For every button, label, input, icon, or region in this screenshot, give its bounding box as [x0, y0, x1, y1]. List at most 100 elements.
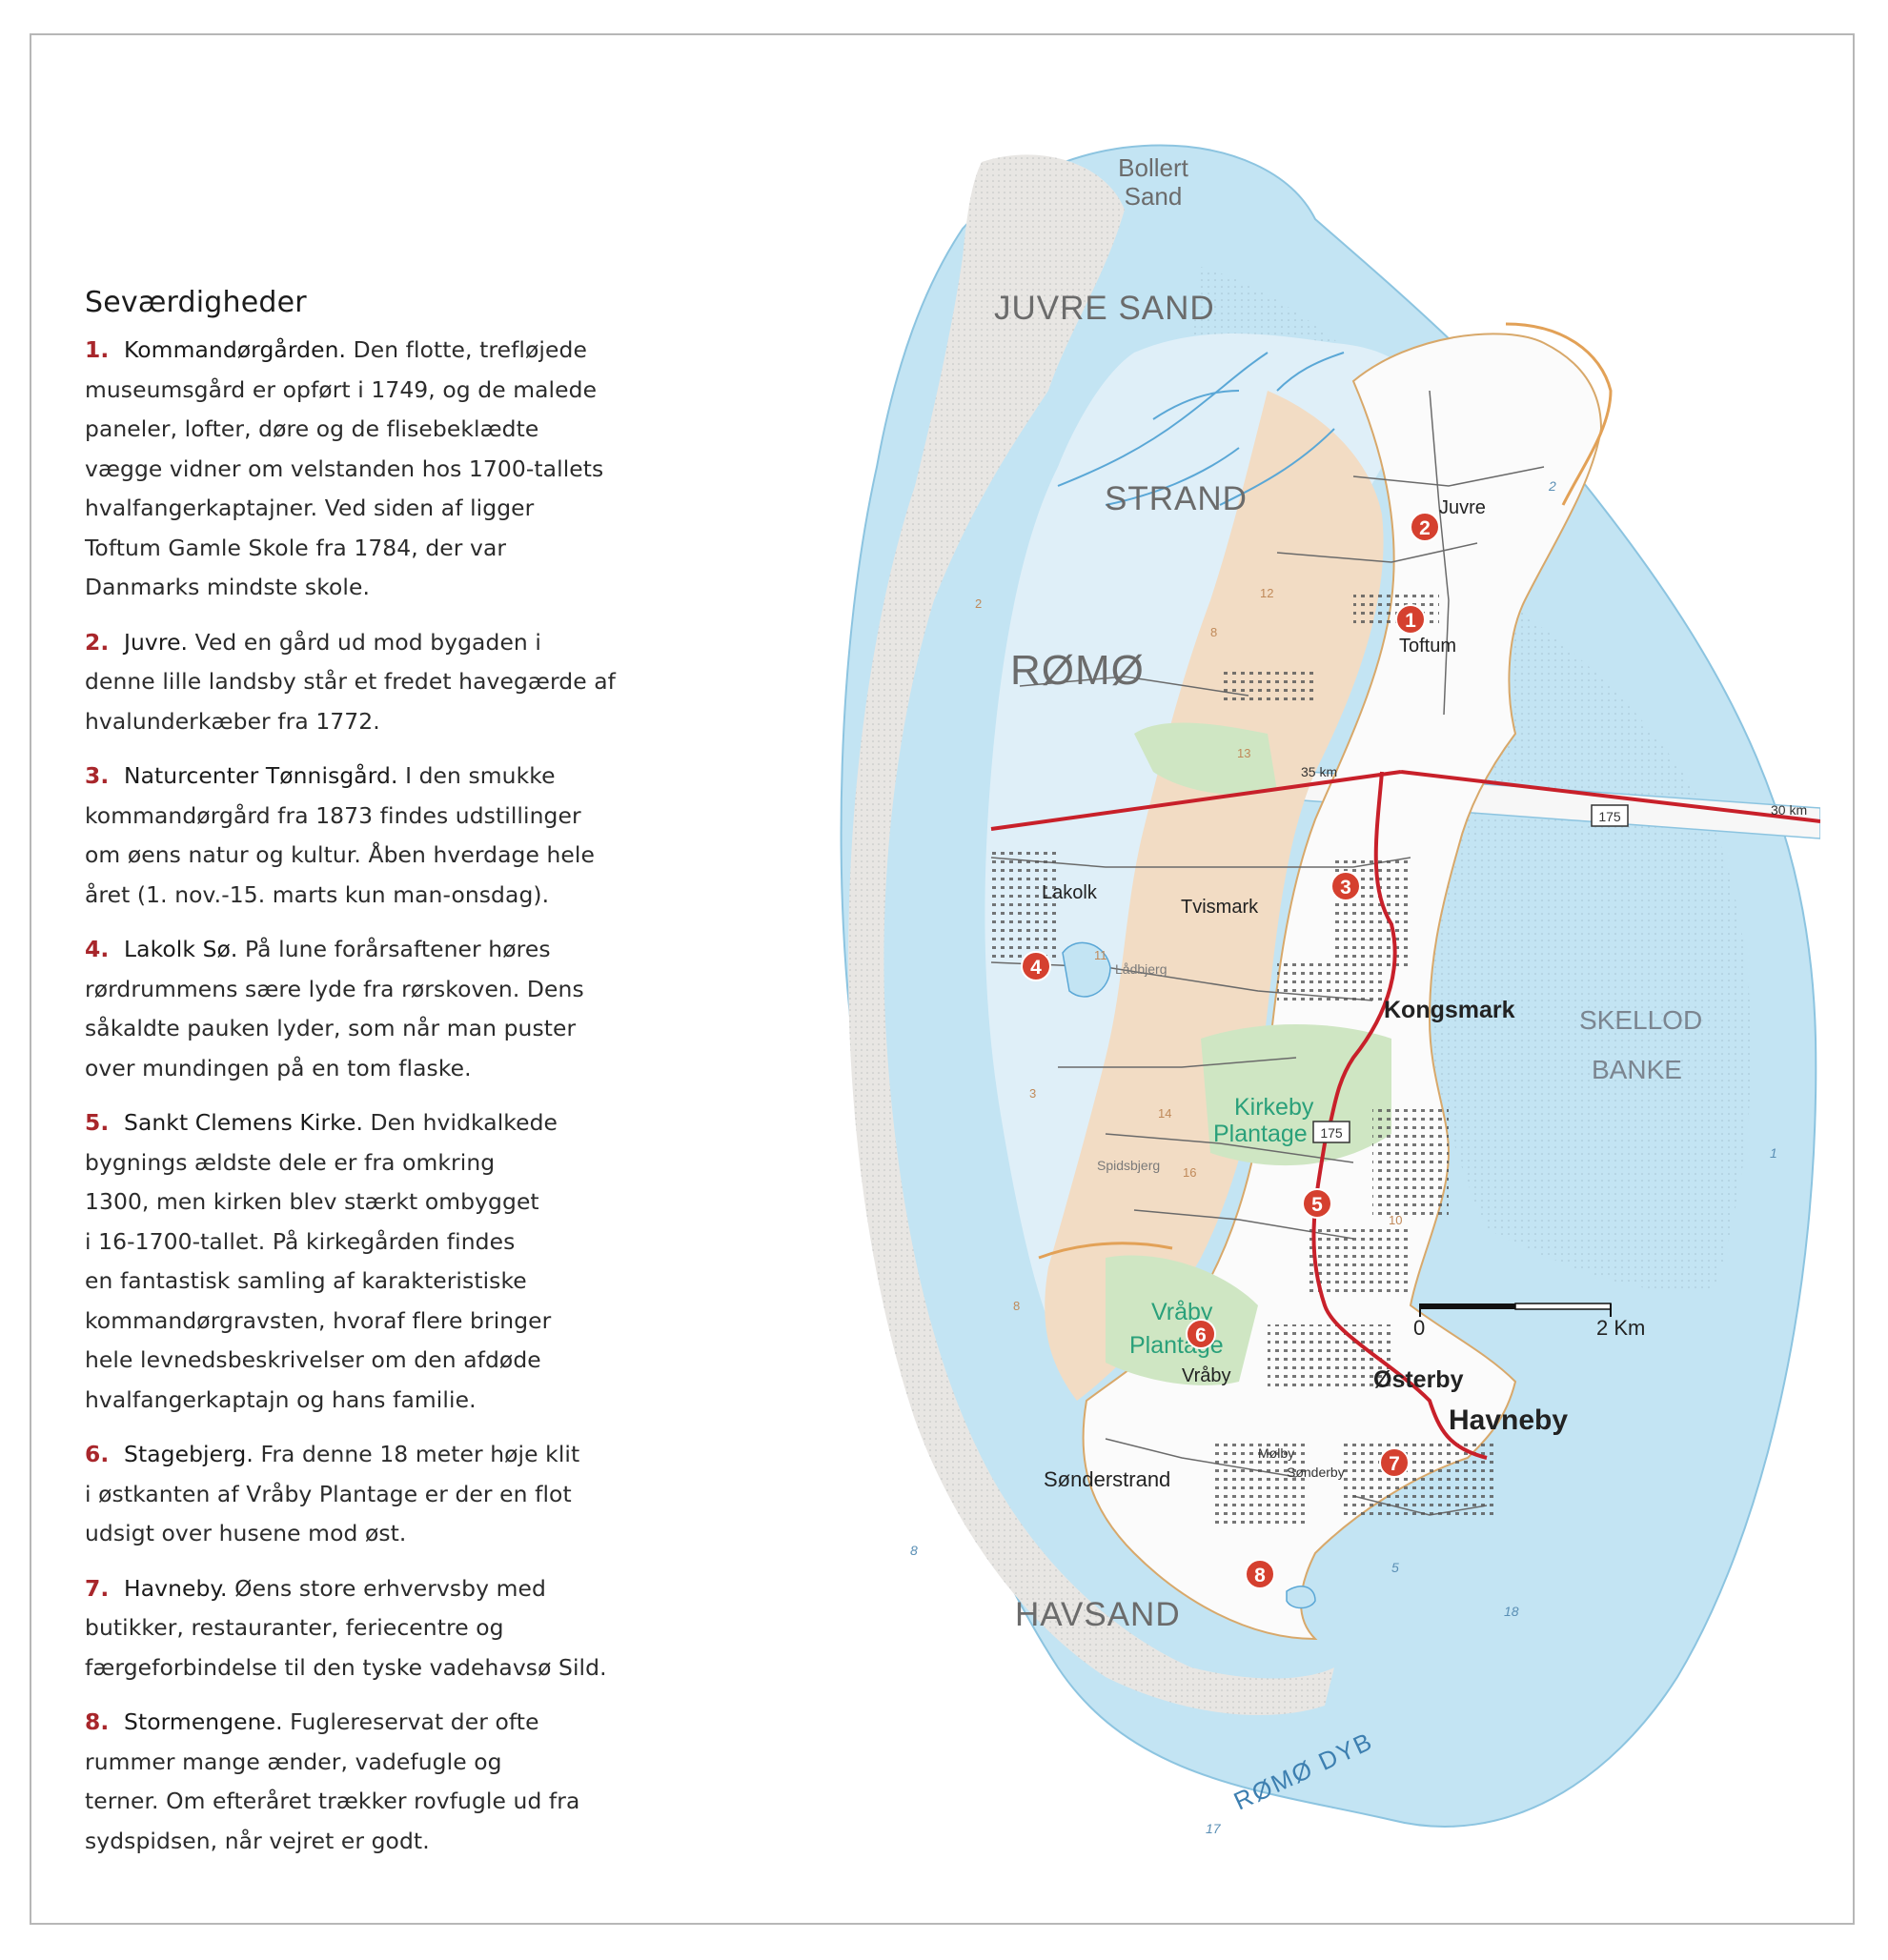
sight-description-line: Den hvidkalkede	[370, 1109, 558, 1136]
sight-number: 3.	[85, 762, 110, 789]
sight-description-line: såkaldte pauken lyder, som når man puste…	[85, 1015, 577, 1041]
marker-6[interactable]: 6	[1186, 1319, 1216, 1349]
road-number-south: 175	[1320, 1125, 1343, 1141]
island-inland	[985, 333, 1416, 1344]
contour-3: 3	[1029, 1086, 1036, 1101]
sight-description-line: kommandørgravsten, hvoraf flere bringer	[85, 1306, 552, 1334]
svg-text:2: 2	[1419, 517, 1431, 539]
map-canvas[interactable]: 175 175 35 km 30 km Bollert Sand JUVRE S…	[820, 105, 1820, 1896]
sight-entry-first-line: 6.Stagebjerg. Fra denne 18 meter høje kl…	[85, 1435, 657, 1475]
sight-name: Stagebjerg.	[124, 1441, 254, 1467]
sight-name: Sankt Clemens Kirke.	[124, 1109, 363, 1136]
marker-2[interactable]: 2	[1410, 512, 1440, 542]
marker-3[interactable]: 3	[1330, 871, 1361, 901]
sight-entry-first-line: 4.Lakolk Sø. På lune forårsaftener høres	[85, 930, 657, 970]
scale-end: 2 Km	[1596, 1316, 1645, 1340]
depth-5: 5	[1391, 1560, 1399, 1575]
marker-1[interactable]: 1	[1395, 604, 1426, 635]
sight-description-line: i 16-1700-tallet. På kirkegården findes	[85, 1227, 516, 1255]
depth-2: 2	[1548, 478, 1556, 494]
place-juvre: Juvre	[1439, 497, 1486, 518]
sight-description-line: hvalfangerkaptajner. Ved siden af ligger	[85, 495, 535, 521]
place-vraby: Vråby	[1182, 1365, 1231, 1386]
marker-7[interactable]: 7	[1379, 1447, 1410, 1478]
place-spidsbjerg: Spidsbjerg	[1097, 1158, 1160, 1173]
sights-list: Seværdigheder 1.Kommandørgården. Den flo…	[85, 286, 657, 1876]
marker-4[interactable]: 4	[1021, 951, 1051, 981]
marsh-creeks	[1057, 352, 1345, 506]
sight-number: 1.	[85, 336, 110, 363]
sight-name: Juvre.	[124, 628, 189, 656]
marker-8[interactable]: 8	[1245, 1559, 1275, 1589]
sight-entry-first-line: 7.Havneby. Øens store erhvervsby med	[85, 1569, 657, 1609]
sight-description-line: vægge vidner om velstanden hos 1700-tall…	[85, 455, 604, 482]
place-molby: Mølby	[1258, 1445, 1294, 1461]
sight-description-line: færgeforbindelse til den tyske vadehavsø…	[85, 1653, 607, 1681]
svg-text:8: 8	[1254, 1565, 1266, 1586]
sight-description-line: rørdrummens sære lyde fra rørskoven. Den…	[85, 975, 584, 1002]
lakolk-lake	[1062, 941, 1111, 998]
sight-description-line: hvalunderkæber fra 1772.	[85, 707, 380, 735]
sight-description-line: museumsgård er opført i 1749, og de male…	[85, 375, 598, 403]
distance-30km: 30 km	[1771, 802, 1807, 818]
sight-entry-first-line: 3. Naturcenter Tønnisgård. I den smukke	[85, 757, 657, 797]
svg-text:3: 3	[1340, 877, 1351, 899]
label-strand: STRAND	[1105, 480, 1248, 517]
road-shield-south	[1312, 1121, 1350, 1143]
page-frame	[30, 33, 1855, 1925]
sight-entry: 1.Kommandørgården. Den flotte, trefløjed…	[85, 331, 657, 608]
contour-11: 11	[1094, 948, 1107, 962]
sight-description-line: rummer mange ænder, vadefugle og	[85, 1748, 502, 1775]
contour-2: 2	[975, 596, 982, 611]
place-toftum: Toftum	[1399, 636, 1456, 657]
contour-16: 16	[1183, 1165, 1196, 1180]
contour-13: 13	[1237, 746, 1250, 760]
sight-name: Lakolk Sø.	[124, 936, 238, 962]
dyke-south	[1038, 1242, 1173, 1260]
sight-description-line: udsigt over husene mod øst.	[85, 1520, 407, 1546]
sight-description-line: hvalfangerkaptajn og hans familie.	[85, 1385, 477, 1413]
sight-entry-first-line: 5.Sankt Clemens Kirke. Den hvidkalkede	[85, 1103, 657, 1143]
sight-description-line: Toftum Gamle Skole fra 1784, der var	[85, 534, 507, 561]
sight-number: 2.	[85, 628, 110, 656]
sight-entry-first-line: 2.Juvre. Ved en gård ud mod bygaden i	[85, 623, 657, 663]
sight-description-line: i østkanten af Vråby Plantage er der en …	[85, 1480, 572, 1507]
sight-description-line: sydspidsen, når vejret er godt.	[85, 1827, 430, 1854]
svg-text:5: 5	[1311, 1194, 1323, 1216]
depth-1: 1	[1770, 1145, 1777, 1161]
romo-map[interactable]: 175 175 35 km 30 km Bollert Sand JUVRE S…	[820, 105, 1820, 1896]
contour-10: 10	[1389, 1213, 1402, 1227]
sight-entry-first-line: 1.Kommandørgården. Den flotte, trefløjed…	[85, 331, 657, 371]
svg-text:7: 7	[1389, 1453, 1400, 1475]
sight-description-line: året (1. nov.-15. marts kun man-onsdag).	[85, 880, 550, 908]
sight-description-line: om øens natur og kultur. Åben hverdage h…	[85, 841, 595, 868]
sight-description-line: paneler, lofter, døre og de flisebeklædt…	[85, 415, 539, 442]
sight-name: Naturcenter Tønnisgård.	[124, 762, 398, 789]
contour-12: 12	[1260, 586, 1273, 600]
sight-description-line: kommandørgård fra 1873 findes udstilling…	[85, 801, 581, 829]
sight-description-line: I den smukke	[405, 762, 556, 789]
vraby-plantage	[1106, 1255, 1258, 1385]
sight-entry: 4.Lakolk Sø. På lune forårsaftener høres…	[85, 930, 657, 1088]
sight-number: 8.	[85, 1708, 110, 1735]
sight-description-line: Den flotte, trefløjede	[353, 336, 587, 363]
sights-heading: Seværdigheder	[85, 286, 307, 319]
label-bollert-2: Sand	[1125, 182, 1183, 211]
place-lakolk: Lakolk	[1042, 882, 1098, 903]
contour-14: 14	[1158, 1106, 1171, 1121]
sight-description-line: Øens store erhvervsby med	[234, 1574, 546, 1602]
sight-name: Havneby.	[124, 1574, 228, 1602]
label-havsand: HAVSAND	[1015, 1596, 1181, 1633]
marker-5[interactable]: 5	[1302, 1188, 1332, 1219]
place-osterby: Østerby	[1373, 1366, 1464, 1393]
contour-8: 8	[1210, 625, 1217, 639]
stormengene-lake	[1286, 1586, 1316, 1609]
tidal-flat-east	[1422, 581, 1752, 1292]
sight-description-line: Fuglereservat der ofte	[290, 1708, 539, 1735]
svg-text:4: 4	[1030, 957, 1042, 979]
sight-description-line: en fantastisk samling af karakteristiske	[85, 1267, 527, 1294]
road-number-east: 175	[1598, 809, 1621, 824]
place-tvismark: Tvismark	[1181, 897, 1259, 918]
